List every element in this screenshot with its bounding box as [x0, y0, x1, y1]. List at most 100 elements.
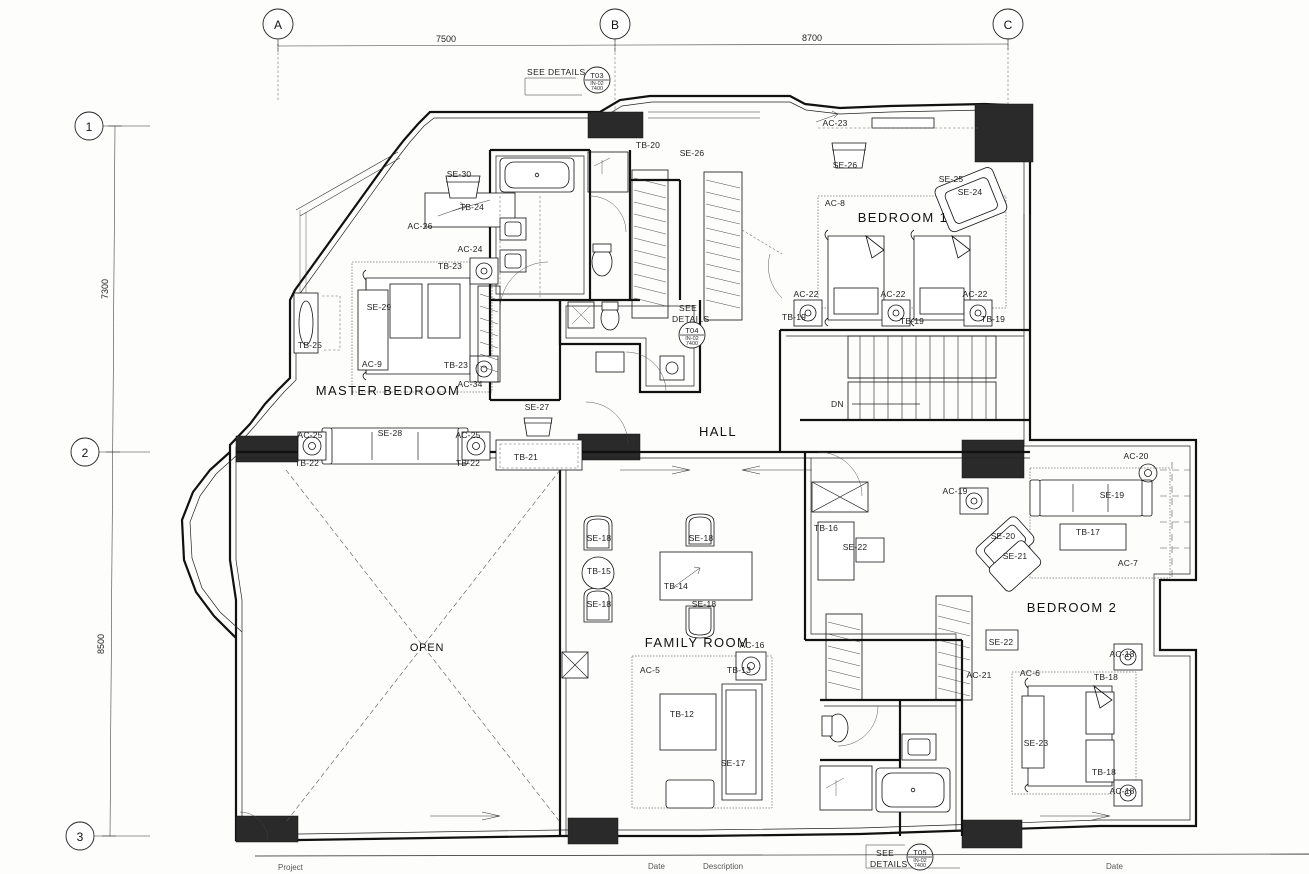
equipment-tag-label: SE-24: [958, 187, 983, 197]
door-swing-right-wing: [817, 451, 863, 497]
equipment-tag: AC-21: [966, 670, 991, 680]
left-dimension-line: [109, 125, 116, 837]
room-label-bedroom-1: BEDROOM 1: [858, 210, 949, 225]
equipment-tag: TB-19: [981, 314, 1005, 324]
dimension-8700: 8700: [802, 33, 822, 43]
detail-bubble-t05-tag: T05: [913, 848, 927, 857]
round-side-table: [581, 556, 615, 590]
chair-top: [685, 513, 715, 547]
family-room-zone: [561, 481, 885, 809]
detail-callouts: SEE DETAILS T03 IN-02 7400 SEE DETAILS T…: [524, 66, 960, 871]
equipment-tag-label: SE-27: [525, 402, 550, 412]
grid-bubble-2: 2: [70, 437, 150, 467]
powder-vanity: [595, 351, 625, 373]
equipment-tag: AC-22: [962, 289, 987, 299]
equipment-tag: TB-22: [295, 458, 319, 468]
shower-stall: [587, 151, 629, 193]
master-stool: [445, 175, 481, 199]
equipment-tag-label: AC-22: [962, 289, 987, 299]
equipment-tag: SE-18: [587, 533, 611, 543]
equipment-tag: SE-23: [1024, 738, 1048, 748]
family-room-table: [659, 551, 753, 601]
bedside-table-left: [469, 257, 499, 285]
equipment-tag-label: TB-17: [1076, 527, 1100, 537]
family-side-chair: [855, 537, 885, 563]
equipment-tag: TB-22: [456, 458, 480, 468]
equipment-tag-label: SE-26: [680, 148, 705, 158]
equipment-tag: TB-18: [1094, 672, 1118, 682]
furniture-tag-layer: TB-20SE-26SE-30TB-24AC-26AC-24TB-23SE-29…: [295, 118, 1148, 796]
equipment-tag: TB-15: [587, 566, 611, 576]
nightstand-3: [963, 299, 993, 327]
staircase: DN: [831, 335, 997, 421]
equipment-tag: TB-18: [1092, 767, 1116, 777]
grid-label-c: C: [1004, 18, 1013, 32]
bedroom2-armchair-2: [988, 540, 1042, 592]
wardrobe-c: [477, 285, 501, 383]
equipment-tag-label: SE-18: [587, 599, 612, 609]
title-block-description-label: Description: [703, 862, 743, 871]
bath2-vanity: [901, 733, 937, 761]
wardrobe-e: [935, 595, 973, 701]
equipment-tag: TB-23: [444, 360, 468, 370]
equipment-tag-label: TB-19: [782, 312, 806, 322]
equipment-tag-label: AC-5: [640, 665, 660, 675]
equipment-tag-label: AC-8: [825, 198, 845, 208]
headboard-panel: [357, 289, 389, 371]
equipment-tag: TB-16: [814, 523, 838, 533]
room-label-master-bedroom: MASTER BEDROOM: [316, 383, 461, 398]
note-see-bottom: SEE: [876, 848, 894, 858]
equipment-tag: AC-7: [1118, 558, 1138, 568]
note-see-details-top: SEE DETAILS: [527, 67, 586, 77]
equipment-tag-label: TB-25: [298, 340, 322, 350]
equipment-tag-label: SE-19: [1100, 490, 1125, 500]
equipment-tag-label: TB-13: [727, 665, 751, 675]
equipment-tag-label: SE-20: [991, 531, 1016, 541]
equipment-tag-label: TB-20: [636, 140, 660, 150]
equipment-tag-label: SE-17: [721, 758, 746, 768]
equipment-tag: AC-24: [457, 244, 482, 254]
equipment-tag: TB-14: [664, 581, 688, 591]
equipment-tag: AC-23: [822, 118, 847, 128]
powder-room-fixtures: [567, 301, 685, 393]
wardrobe-runs: [477, 169, 973, 701]
powder-appliance: [659, 355, 685, 381]
equipment-tag: SE-22: [843, 542, 868, 552]
wardrobe-a: [631, 169, 669, 319]
equipment-tag-label: SE-26: [833, 160, 858, 170]
top-dimension-line: [277, 43, 1009, 47]
wardrobe-b: [703, 171, 743, 321]
bedroom1-carpet-outline: [817, 195, 1007, 309]
equipment-tag-label: TB-23: [438, 261, 462, 271]
guest-wc-walls: [558, 300, 702, 394]
bay-lounge-chair: [293, 292, 319, 354]
equipment-tag-label: SE-28: [378, 428, 403, 438]
equipment-tag-label: AC-16: [739, 640, 764, 650]
title-block-date-label: Date: [648, 862, 665, 871]
note-details-top: DETAILS: [672, 314, 710, 324]
equipment-tag-label: TB-18: [1094, 672, 1118, 682]
equipment-tag: AC-19: [942, 486, 967, 496]
vanity-sink-2: [499, 249, 527, 273]
room-label-bedroom-2: BEDROOM 2: [1027, 600, 1118, 615]
equipment-tag-label: AC-18: [1109, 786, 1134, 796]
hall-stool: [523, 417, 553, 437]
equipment-tag-label: AC-34: [457, 379, 482, 389]
hall-lounge: [297, 417, 583, 471]
equipment-tag: AC-5: [640, 665, 660, 675]
sliding-door-indicators: [430, 465, 1111, 821]
bedroom2-coffee-table: [1059, 523, 1127, 551]
equipment-tag: SE-26: [680, 148, 705, 158]
grid-label-b: B: [611, 18, 619, 32]
shower-powder: [567, 301, 595, 329]
equipment-tag: SE-18: [692, 599, 716, 609]
dimension-8500: 8500: [96, 634, 106, 654]
equipment-tag-label: SE-22: [843, 542, 868, 552]
exterior-wall-lower-left-bay: [180, 451, 237, 639]
door-swing-bath2: [837, 705, 879, 747]
chair-bottom: [685, 605, 715, 639]
bedroom2-sofa: [1037, 479, 1145, 517]
room-name-labels: MASTER BEDROOM BEDROOM 1 BEDROOM 2 FAMIL…: [316, 210, 1118, 650]
grid-label-3: 3: [77, 830, 84, 844]
equipment-tag: SE-19: [1100, 490, 1125, 500]
